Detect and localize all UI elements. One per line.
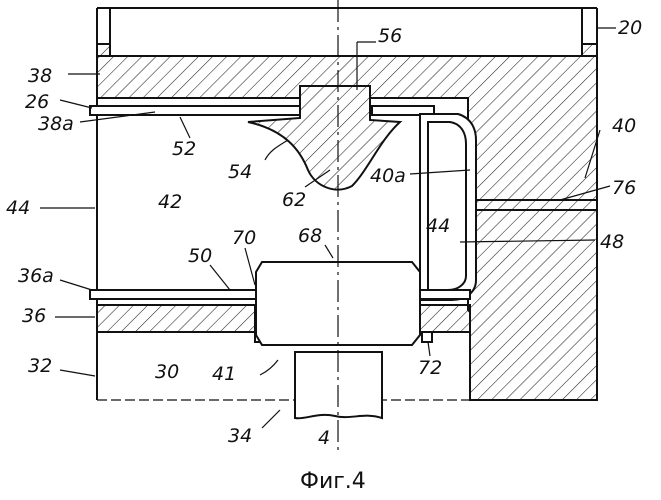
label-56: 56 bbox=[378, 25, 402, 47]
label-30: 30 bbox=[155, 361, 179, 383]
label-70: 70 bbox=[232, 227, 256, 249]
label-50: 50 bbox=[188, 245, 212, 267]
label-41: 41 bbox=[212, 363, 236, 385]
label-42: 42 bbox=[158, 191, 182, 213]
label-38: 38 bbox=[28, 65, 52, 87]
label-40: 40 bbox=[612, 115, 636, 137]
label-44: 44 bbox=[6, 197, 30, 219]
seal-chamber-44 bbox=[420, 114, 476, 300]
label-34: 34 bbox=[228, 425, 252, 447]
label-72: 72 bbox=[418, 357, 442, 379]
label-48: 48 bbox=[600, 231, 624, 253]
label-54: 54 bbox=[228, 161, 252, 183]
label-40a: 40a bbox=[370, 165, 406, 187]
label-44-chamber: 44 bbox=[426, 215, 450, 237]
figure-caption: Фиг.4 bbox=[300, 469, 366, 494]
label-26: 26 bbox=[25, 91, 49, 113]
label-36a: 36a bbox=[18, 265, 54, 287]
label-52: 52 bbox=[172, 138, 196, 160]
right-block-40 bbox=[468, 200, 597, 400]
label-4: 4 bbox=[318, 427, 330, 449]
label-32: 32 bbox=[28, 355, 52, 377]
top-bore bbox=[97, 8, 597, 56]
label-20: 20 bbox=[618, 17, 642, 39]
label-68: 68 bbox=[298, 225, 322, 247]
label-76: 76 bbox=[612, 177, 636, 199]
label-36: 36 bbox=[22, 305, 46, 327]
label-38a: 38a bbox=[38, 113, 74, 135]
label-62: 62 bbox=[282, 189, 306, 211]
